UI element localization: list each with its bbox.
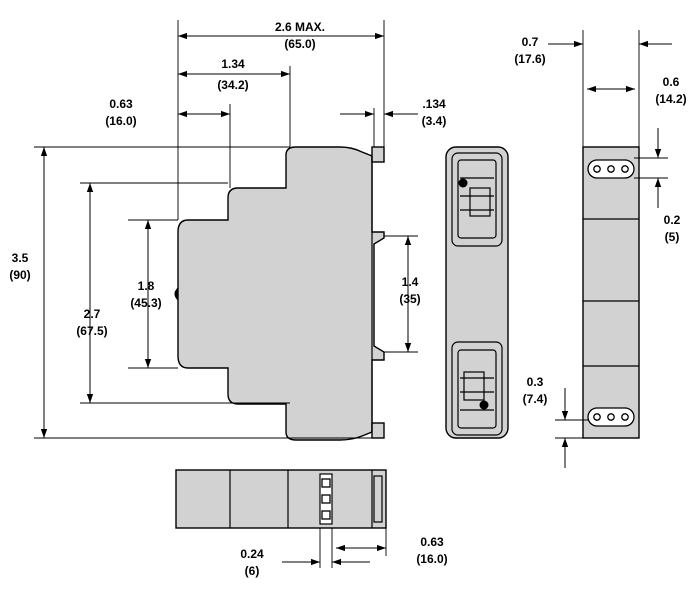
- label-bottom-offset: 0.63 (16.0): [416, 535, 447, 566]
- dimension-labels: 2.6 MAX. (65.0) 1.34 (34.2) 0.63 (16.0) …: [9, 20, 686, 578]
- label-overall-width: 2.6 MAX. (65.0): [275, 20, 325, 51]
- overall-height-metric: (90): [9, 268, 30, 282]
- bottom-offset-value: 0.63: [420, 535, 444, 549]
- clip-thickness-value: .134: [422, 97, 446, 111]
- bottom-offset-metric: (16.0): [416, 552, 447, 566]
- label-rail-gap: 1.4 (35): [399, 275, 420, 306]
- module-width-metric: (17.6): [514, 52, 545, 66]
- terminal-width-value: 0.6: [663, 75, 680, 89]
- right-view: [582, 146, 640, 439]
- front-depth-metric: (34.2): [217, 78, 248, 92]
- terminal-width-metric: (14.2): [655, 92, 686, 106]
- top-step-metric: (16.0): [105, 114, 136, 128]
- overall-height-value: 3.5: [12, 251, 29, 265]
- label-mid-height: 2.7 (67.5): [76, 307, 107, 338]
- overall-width-value: 2.6 MAX.: [275, 20, 325, 34]
- label-bottom-slot: 0.24 (6): [240, 547, 264, 578]
- clip-thickness-metric: (3.4): [422, 114, 447, 128]
- overall-width-metric: (65.0): [284, 37, 315, 51]
- bottom-slot-metric: (6): [245, 564, 260, 578]
- mid-height-metric: (67.5): [76, 324, 107, 338]
- mid-height-value: 2.7: [84, 307, 101, 321]
- terminal-offset-metric: (7.4): [523, 392, 548, 406]
- label-clip-thickness: .134 (3.4): [422, 97, 447, 128]
- rail-gap-metric: (35): [399, 292, 420, 306]
- bottom-slot-value: 0.24: [240, 547, 264, 561]
- front-view: [445, 146, 509, 439]
- label-front-height: 1.8 (45.3): [130, 279, 161, 310]
- label-front-depth: 1.34 (34.2): [217, 57, 248, 92]
- label-top-step: 0.63 (16.0): [105, 97, 136, 128]
- front-height-value: 1.8: [138, 279, 155, 293]
- front-height-metric: (45.3): [130, 296, 161, 310]
- label-overall-height: 3.5 (90): [9, 251, 30, 282]
- label-terminal-offset: 0.3 (7.4): [523, 375, 548, 406]
- extension-lines: [34, 20, 668, 568]
- bottom-view: [175, 469, 387, 529]
- terminal-strip-value: 0.2: [664, 213, 681, 227]
- module-width-value: 0.7: [522, 35, 539, 49]
- top-step-value: 0.63: [109, 97, 133, 111]
- label-terminal-strip: 0.2 (5): [664, 213, 681, 244]
- label-module-width: 0.7 (17.6): [514, 35, 545, 66]
- terminal-offset-value: 0.3: [527, 375, 544, 389]
- side-view: [174, 146, 385, 441]
- rail-gap-value: 1.4: [402, 275, 419, 289]
- front-depth-value: 1.34: [221, 57, 245, 71]
- terminal-strip-metric: (5): [665, 230, 680, 244]
- label-terminal-width: 0.6 (14.2): [655, 75, 686, 106]
- dimension-lines: [40, 32, 672, 566]
